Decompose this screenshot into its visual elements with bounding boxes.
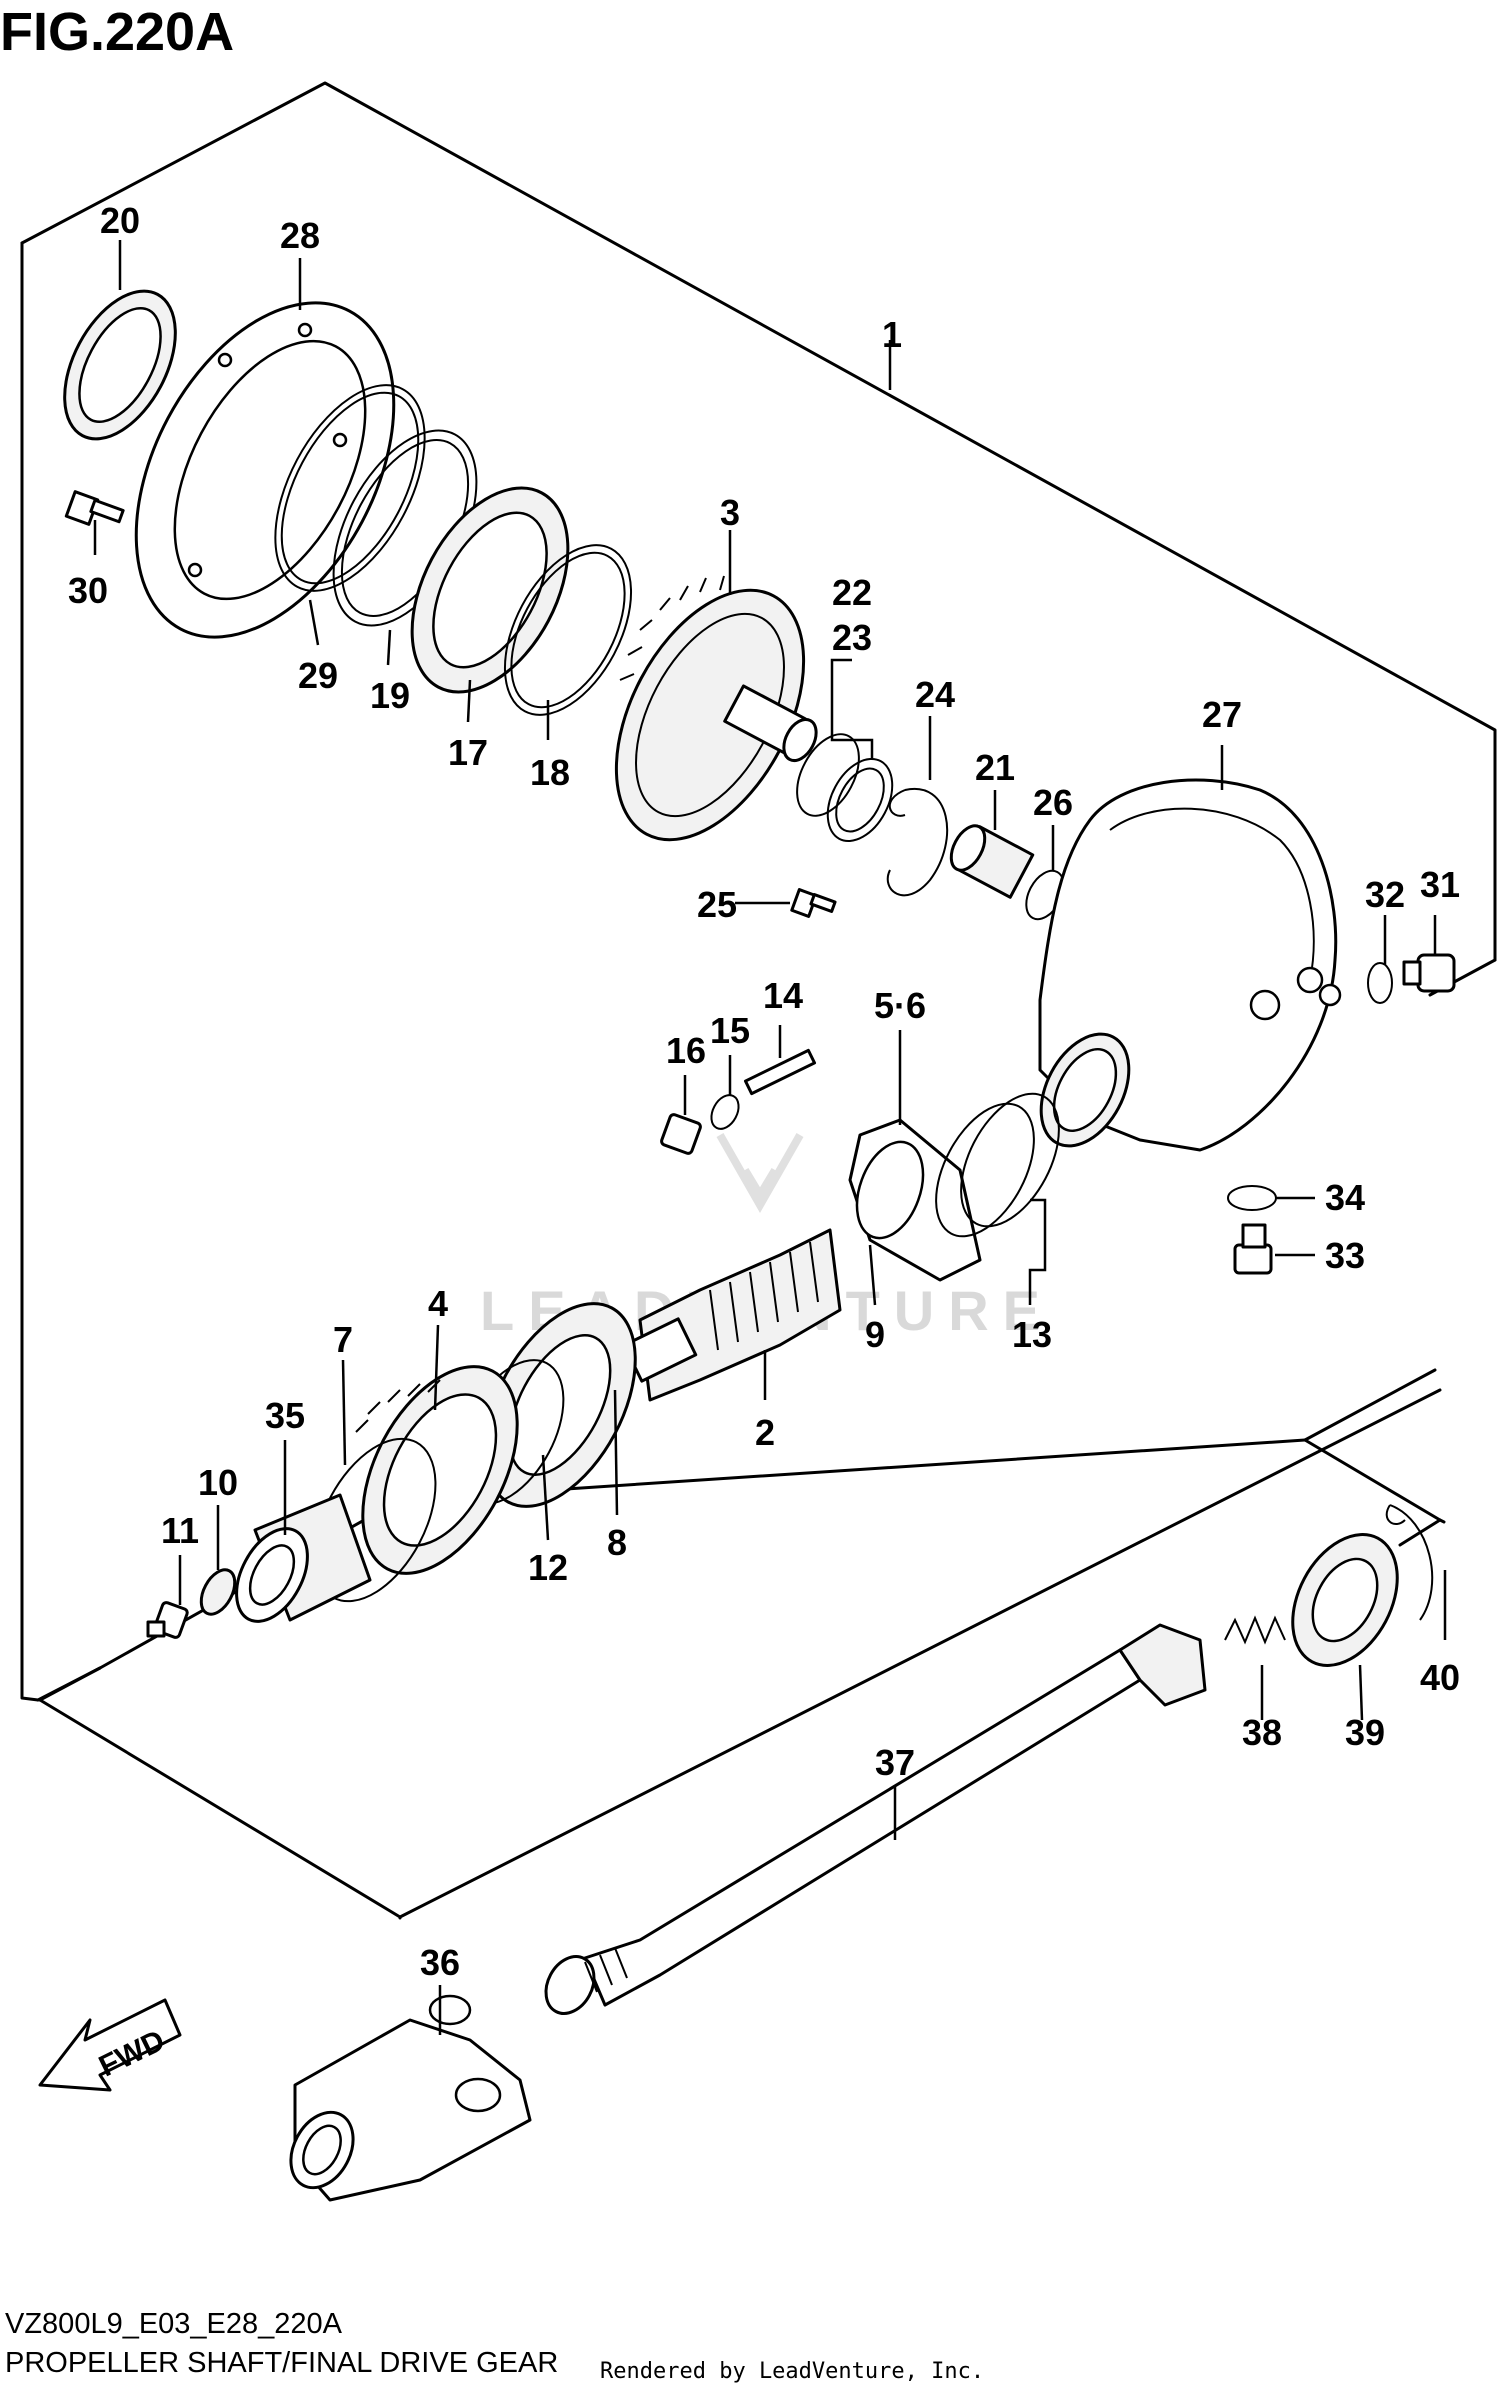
boundary-line-front bbox=[1303, 1368, 1437, 1442]
callout-11: 11 bbox=[161, 1510, 199, 1551]
part-shims-22-23 bbox=[796, 733, 894, 843]
callout-34: 34 bbox=[1325, 1177, 1365, 1218]
fwd-arrow-icon: FWD bbox=[38, 1998, 182, 2092]
callout-3: 3 bbox=[720, 492, 740, 533]
part-nut-16 bbox=[660, 1113, 702, 1155]
callout-4: 4 bbox=[428, 1283, 448, 1324]
callout-17: 17 bbox=[448, 732, 488, 773]
part-bolt-25 bbox=[790, 888, 837, 918]
callout-21: 21 bbox=[975, 747, 1015, 788]
callout-16: 16 bbox=[666, 1030, 706, 1071]
callout-23: 23 bbox=[832, 617, 872, 658]
part-needle-bearing-21 bbox=[949, 824, 1035, 899]
boundary-line-right-lower bbox=[1303, 1438, 1446, 1524]
callout-20: 20 bbox=[100, 200, 140, 241]
callout-9: 9 bbox=[865, 1314, 885, 1355]
part-bolt-30 bbox=[64, 490, 125, 526]
callout-24: 24 bbox=[915, 674, 955, 715]
callout-26: 26 bbox=[1033, 782, 1073, 823]
callout-32: 32 bbox=[1365, 874, 1405, 915]
callout-19: 19 bbox=[370, 675, 410, 716]
part-coupling-35 bbox=[235, 1493, 372, 1623]
callout-18: 18 bbox=[530, 752, 570, 793]
callout-30: 30 bbox=[68, 570, 108, 611]
callout-2: 2 bbox=[755, 1412, 775, 1453]
callout-13: 13 bbox=[1012, 1314, 1052, 1355]
part-oil-seal-20 bbox=[63, 289, 177, 441]
callout-40: 40 bbox=[1420, 1657, 1460, 1698]
callout-37: 37 bbox=[875, 1742, 915, 1783]
model-code: VZ800L9_E03_E28_220A bbox=[5, 2308, 343, 2340]
part-gasket-32 bbox=[1367, 962, 1393, 1004]
part-stud-14 bbox=[743, 1048, 817, 1096]
part-washer-15 bbox=[710, 1094, 740, 1130]
section-name: PROPELLER SHAFT/FINAL DRIVE GEAR bbox=[5, 2347, 558, 2379]
part-retainer-4 bbox=[355, 1365, 519, 1575]
callout-1: 1 bbox=[882, 314, 902, 355]
callout-31: 31 bbox=[1420, 864, 1460, 905]
boundary-line-top bbox=[20, 81, 1497, 962]
part-bolt-33 bbox=[1233, 1223, 1273, 1275]
callout-35: 35 bbox=[265, 1395, 305, 1436]
part-o-ring-18 bbox=[503, 544, 633, 716]
callout-labels: 1 2 3 4 5·6 7 8 9 10 11 12 13 14 15 16 1… bbox=[68, 200, 1460, 1983]
callout-8: 8 bbox=[607, 1522, 627, 1563]
part-circlip-24 bbox=[886, 787, 949, 897]
callout-5-6: 5·6 bbox=[874, 985, 926, 1026]
part-propeller-shaft-37 bbox=[544, 1623, 1207, 2015]
part-shim-plate-5-6 bbox=[848, 1118, 982, 1282]
part-washer-34 bbox=[1227, 1185, 1277, 1211]
part-universal-joint-36 bbox=[289, 1994, 532, 2202]
boundary-line-base bbox=[38, 1666, 102, 1702]
part-spring-38 bbox=[1224, 1615, 1286, 1645]
part-plug-31 bbox=[1402, 953, 1456, 993]
callout-25: 25 bbox=[697, 884, 737, 925]
part-gear-case-27 bbox=[1038, 778, 1342, 1152]
callout-7: 7 bbox=[333, 1319, 353, 1360]
callout-38: 38 bbox=[1242, 1712, 1282, 1753]
callout-28: 28 bbox=[280, 215, 320, 256]
part-bearing-8 bbox=[483, 1302, 637, 1508]
callout-33: 33 bbox=[1325, 1235, 1365, 1276]
callout-10: 10 bbox=[198, 1462, 238, 1503]
part-washer-10 bbox=[199, 1568, 237, 1616]
callout-27: 27 bbox=[1202, 694, 1242, 735]
figure-title: FIG.220A bbox=[0, 2, 234, 62]
part-o-rings-13 bbox=[935, 1092, 1060, 1238]
callout-36: 36 bbox=[420, 1942, 460, 1983]
callout-12: 12 bbox=[528, 1547, 568, 1588]
callout-15: 15 bbox=[710, 1010, 750, 1051]
leader-lines bbox=[93, 240, 1447, 2035]
part-nut-11 bbox=[146, 1601, 189, 1639]
part-pinion-gear-2 bbox=[622, 1228, 842, 1402]
part-circlip-40 bbox=[1385, 1504, 1434, 1621]
part-ring-gear-3 bbox=[614, 575, 818, 842]
part-o-ring-29 bbox=[274, 384, 426, 592]
callout-39: 39 bbox=[1345, 1712, 1385, 1753]
boundary-line-lower bbox=[38, 1388, 1442, 1919]
callout-14: 14 bbox=[763, 975, 803, 1016]
part-housing-cover-28 bbox=[134, 301, 396, 639]
rendered-by-credit: Rendered by LeadVenture, Inc. bbox=[600, 2359, 984, 2384]
boundary-line-left bbox=[20, 241, 40, 1702]
callout-22: 22 bbox=[832, 572, 872, 613]
part-cover-39 bbox=[1291, 1533, 1399, 1667]
callout-29: 29 bbox=[298, 655, 338, 696]
part-bearing-17 bbox=[410, 486, 570, 694]
